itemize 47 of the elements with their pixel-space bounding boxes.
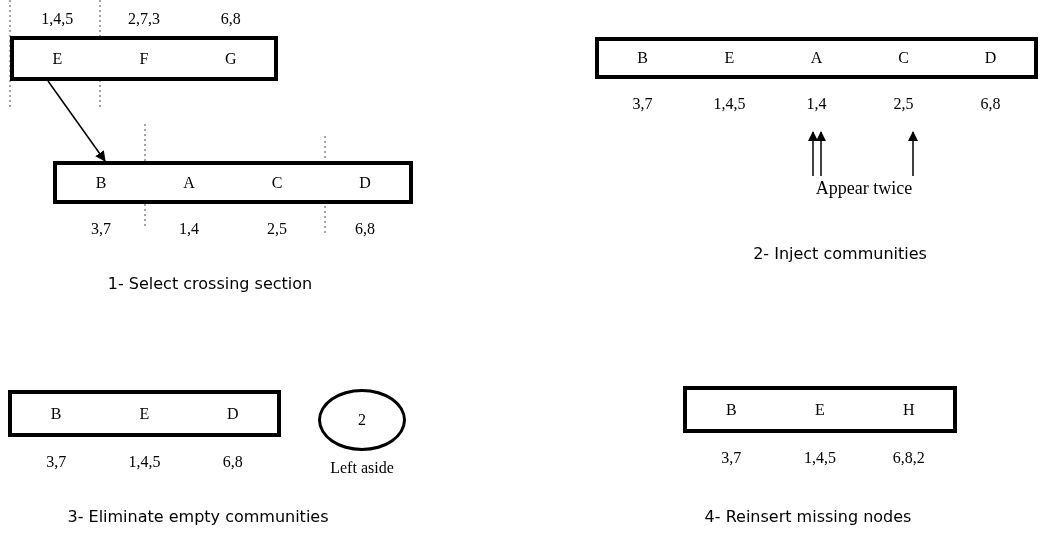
gene-cell: H [864, 390, 953, 429]
step-caption: 1- Select crossing section [107, 274, 313, 293]
community-numbers: 2,5 [892, 95, 915, 113]
community-numbers: 6,8 [221, 453, 244, 471]
gene-cell: G [187, 40, 274, 77]
arrow [815, 130, 827, 177]
community-numbers: 3,7 [90, 220, 112, 238]
gene-cell: E [14, 40, 101, 77]
community-numbers: 3,7 [631, 95, 654, 113]
gene-cell: B [599, 41, 686, 75]
caption-text: Left aside [329, 459, 395, 477]
community-numbers: 2,7,3 [127, 10, 161, 28]
community-numbers: 1,4 [805, 95, 828, 113]
gene-cell: E [775, 390, 865, 429]
gene-cell: B [687, 390, 776, 429]
community-numbers: 1,4 [178, 220, 200, 238]
gene-cell: A [773, 41, 860, 75]
gene-cell: B [12, 394, 101, 433]
step-caption: 2- Inject communities [753, 244, 927, 263]
community-numbers: 1,4,5 [803, 449, 837, 467]
step-caption: 3- Eliminate empty communities [67, 507, 329, 526]
arrow [47, 80, 106, 162]
gene-cell: B [57, 165, 145, 200]
community-numbers: 2,5 [266, 220, 288, 238]
community-numbers: 3,7 [720, 449, 743, 467]
community-numbers: 1,4,5 [712, 95, 747, 113]
gene-cell: E [100, 394, 189, 433]
arrow [907, 130, 919, 177]
gene-cell: D [947, 41, 1034, 75]
community-numbers: 3,7 [45, 453, 68, 471]
community-numbers: 1,4,5 [127, 453, 162, 471]
gene-cell: A [145, 165, 233, 200]
community-numbers: 6,8 [354, 220, 376, 238]
gene-cell: E [686, 41, 773, 75]
ellipse: 2 [318, 389, 406, 451]
note-text: Appear twice [804, 176, 924, 200]
gene-cell: C [233, 165, 321, 200]
step-caption: 4- Reinsert missing nodes [704, 507, 912, 526]
community-numbers: 6,8,2 [891, 449, 926, 467]
arrow [807, 130, 819, 177]
community-numbers: 6,8 [219, 10, 242, 28]
gene-cell: F [100, 40, 188, 77]
gene-cell: D [321, 165, 409, 200]
community-numbers: 1,4,5 [40, 10, 75, 28]
community-numbers: 6,8 [979, 95, 1002, 113]
gene-cell: C [860, 41, 947, 75]
gene-cell: D [188, 394, 277, 433]
